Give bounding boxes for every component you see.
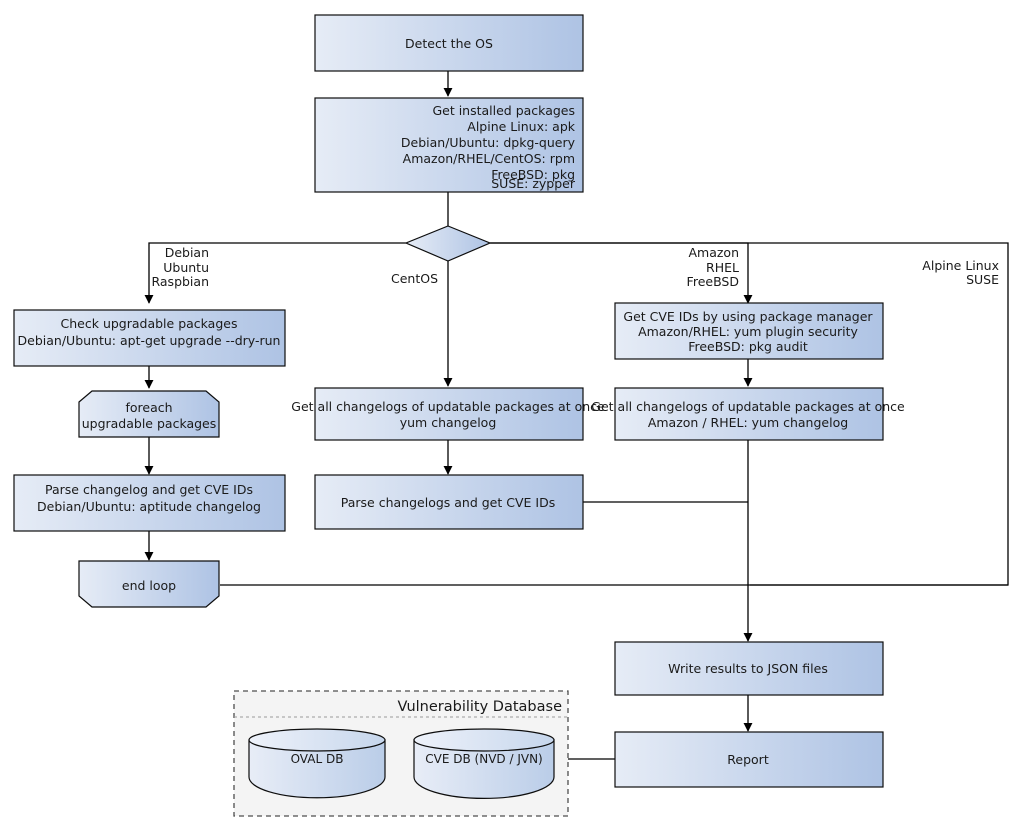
- node-detect-the-os[interactable]: Detect the OS: [314, 14, 584, 72]
- edge-label-amazon: Amazon RHEL FreeBSD: [687, 245, 739, 289]
- node-parse-changelog-debian-line-1: Debian/Ubuntu: aptitude changelog: [37, 499, 261, 514]
- node-foreach-loop-line-1: upgradable packages: [82, 416, 217, 431]
- node-parse-changelog-debian-line-0: Parse changelog and get CVE IDs: [45, 482, 253, 497]
- node-get-installed-packages-line-4: FreeBSD: pkg: [491, 167, 575, 182]
- node-foreach-loop[interactable]: foreach upgradable packages: [78, 390, 220, 438]
- edge-label-debian-line-1: Ubuntu: [163, 260, 209, 275]
- node-get-installed-packages-line-3: Amazon/RHEL/CentOS: rpm: [403, 151, 575, 166]
- edge-label-debian-line-2: Raspbian: [151, 274, 209, 289]
- edge-decision-to-debian: [144, 242, 406, 304]
- node-end-loop-label: end loop: [122, 578, 176, 593]
- node-check-upgradable-line-0: Check upgradable packages: [61, 316, 238, 331]
- node-check-upgradable-line-1: Debian/Ubuntu: apt-get upgrade --dry-run: [18, 333, 281, 348]
- edge-label-amazon-line-1: RHEL: [706, 260, 739, 275]
- node-os-decision[interactable]: [404, 225, 492, 262]
- node-changelogs-centos-line-1: yum changelog: [400, 415, 497, 430]
- edge-label-debian-line-0: Debian: [165, 245, 209, 260]
- node-get-installed-packages-line-0: Get installed packages: [432, 103, 575, 118]
- db-cylinder-cve-label: CVE DB (NVD / JVN): [425, 752, 542, 766]
- node-foreach-loop-line-0: foreach: [125, 400, 172, 415]
- group-vulnerability-database: Vulnerability Database OVAL DB CVE DB (N…: [233, 690, 569, 817]
- connectors: [144, 71, 1009, 760]
- node-get-installed-packages-line-5: SUSE: zypper: [491, 176, 576, 191]
- node-report[interactable]: Report: [614, 731, 884, 788]
- node-end-loop[interactable]: end loop: [78, 560, 220, 608]
- edge-label-amazon-line-2: FreeBSD: [687, 274, 739, 289]
- node-parse-changelogs-label: Parse changelogs and get CVE IDs: [341, 495, 555, 510]
- edge-label-centos-line-0: CentOS: [391, 271, 438, 286]
- db-cylinder-oval-label: OVAL DB: [291, 752, 344, 766]
- edge-label-debian: Debian Ubuntu Raspbian: [151, 245, 209, 289]
- node-write-results[interactable]: Write results to JSON files: [614, 641, 884, 696]
- node-changelogs-centos-line-0: Get all changelogs of updatable packages…: [291, 399, 605, 414]
- node-changelogs-amazon-line-0: Get all changelogs of updatable packages…: [591, 399, 905, 414]
- node-changelogs-centos[interactable]: Get all changelogs of updatable packages…: [291, 387, 605, 441]
- edge-label-centos: CentOS: [391, 271, 438, 286]
- node-get-installed-packages-line-1: Alpine Linux: apk: [467, 119, 575, 134]
- node-parse-changelog-debian[interactable]: Parse changelog and get CVE IDs Debian/U…: [13, 474, 286, 532]
- node-get-cve-ids-line-1: Amazon/RHEL: yum plugin security: [638, 324, 858, 339]
- node-get-installed-packages-line-2: Debian/Ubuntu: dpkg-query: [401, 135, 576, 150]
- edge-label-amazon-line-0: Amazon: [688, 245, 739, 260]
- edge-label-alpine-line-1: SUSE: [966, 272, 999, 287]
- group-vulnerability-database-title: Vulnerability Database: [398, 699, 563, 715]
- edge-label-alpine-line-0: Alpine Linux: [922, 258, 999, 273]
- node-check-upgradable-packages[interactable]: Check upgradable packages Debian/Ubuntu:…: [13, 309, 286, 367]
- node-report-label: Report: [727, 752, 769, 767]
- node-get-installed-packages[interactable]: Get installed packages Alpine Linux: apk…: [314, 97, 584, 193]
- db-cylinder-cve[interactable]: CVE DB (NVD / JVN): [413, 728, 555, 799]
- node-get-cve-ids-line-2: FreeBSD: pkg audit: [688, 339, 808, 354]
- node-write-results-label: Write results to JSON files: [668, 661, 828, 676]
- node-changelogs-amazon[interactable]: Get all changelogs of updatable packages…: [591, 387, 905, 441]
- node-changelogs-amazon-line-1: Amazon / RHEL: yum changelog: [648, 415, 848, 430]
- edge-label-alpine: Alpine Linux SUSE: [922, 258, 999, 287]
- node-get-cve-ids-package-manager[interactable]: Get CVE IDs by using package manager Ama…: [614, 302, 884, 360]
- node-detect-the-os-label: Detect the OS: [405, 36, 493, 51]
- node-parse-changelogs[interactable]: Parse changelogs and get CVE IDs: [314, 474, 584, 530]
- db-cylinder-oval[interactable]: OVAL DB: [248, 728, 386, 799]
- node-get-cve-ids-line-0: Get CVE IDs by using package manager: [623, 309, 873, 324]
